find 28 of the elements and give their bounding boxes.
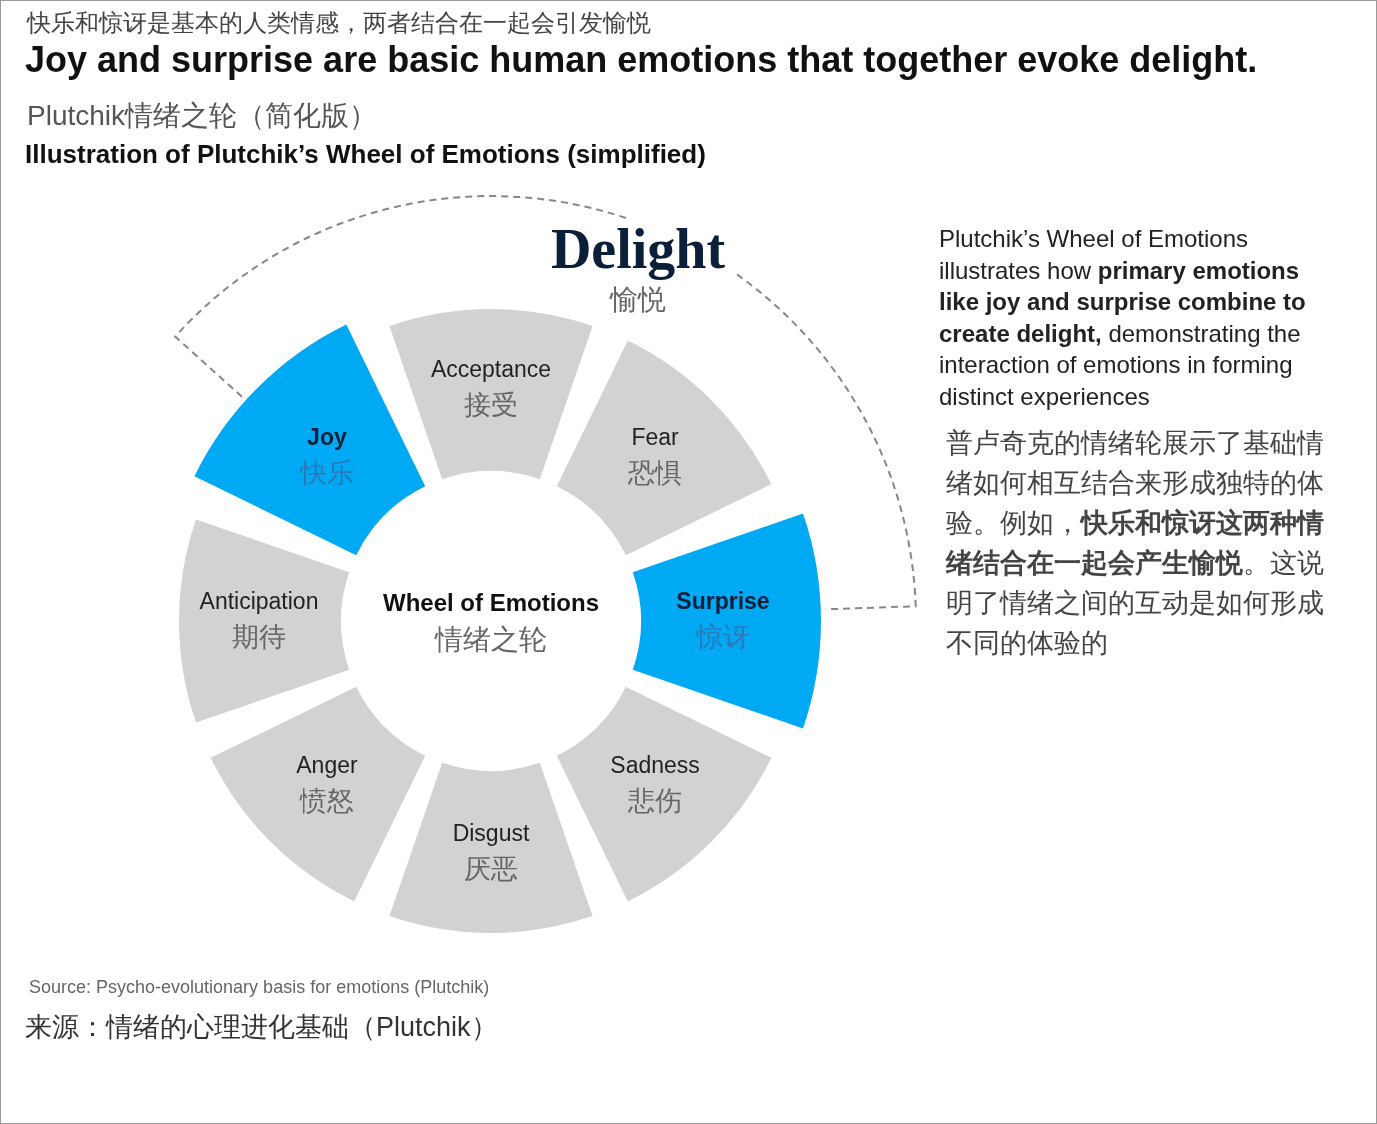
- emotion-label: Sadness: [610, 751, 700, 779]
- emotion-label: Anger: [296, 751, 358, 779]
- emotion-label: Anticipation: [199, 587, 319, 615]
- emotion-label: 悲伤: [627, 784, 684, 818]
- delight-label: 愉悦: [608, 283, 667, 317]
- emotion-label: 恐惧: [628, 456, 683, 490]
- subheading: 快乐和惊讶是基本的人类情感，两者结合在一起会引发愉悦: [27, 8, 651, 38]
- source-note: Source: Psycho-evolutionary basis for emotions (Plutchik): [29, 977, 490, 998]
- description-text: Plutchik’s Wheel of Emotions illustrates how primary emotions like joy and surprise combine to create delight, demonstrating the interaction of emotions in forming distinct experiences: [939, 224, 1307, 412]
- source-note: 来源：情绪的心理进化基础（Plutchik）: [25, 1011, 498, 1044]
- emotion-label: 期待: [231, 620, 287, 654]
- emotion-label: Acceptance: [430, 355, 552, 383]
- chart-title: Illustration of Plutchik’s Wheel of Emotions (simplified): [25, 139, 706, 170]
- emotion-label: Surprise: [676, 587, 770, 615]
- emotion-label: 接受: [463, 388, 519, 422]
- emotion-label: Fear: [630, 423, 680, 451]
- emotion-label: 惊讶: [694, 620, 751, 654]
- delight-label: Delight: [550, 219, 726, 279]
- description-text: 普卢奇克的情绪轮展示了基础情绪如何相互结合来形成独特的体验。例如，快乐和惊讶这两种情绪结合在一起会产生愉悦。这说明了情绪之间的互动是如何形成不同的体验的: [946, 427, 1325, 660]
- emotion-label: 厌恶: [463, 852, 519, 886]
- emotion-label: 快乐: [299, 456, 354, 490]
- heading: Joy and surprise are basic human emotions that together evoke delight.: [25, 39, 1258, 81]
- center-title: Wheel of Emotions: [383, 588, 599, 617]
- center-label: 情绪之轮: [435, 622, 547, 657]
- emotion-label: Disgust: [452, 819, 530, 847]
- emotion-label: 愤怒: [298, 784, 355, 818]
- emotion-label: Joy: [306, 423, 348, 451]
- chart-subtitle: Plutchik情绪之轮（简化版）: [27, 99, 378, 133]
